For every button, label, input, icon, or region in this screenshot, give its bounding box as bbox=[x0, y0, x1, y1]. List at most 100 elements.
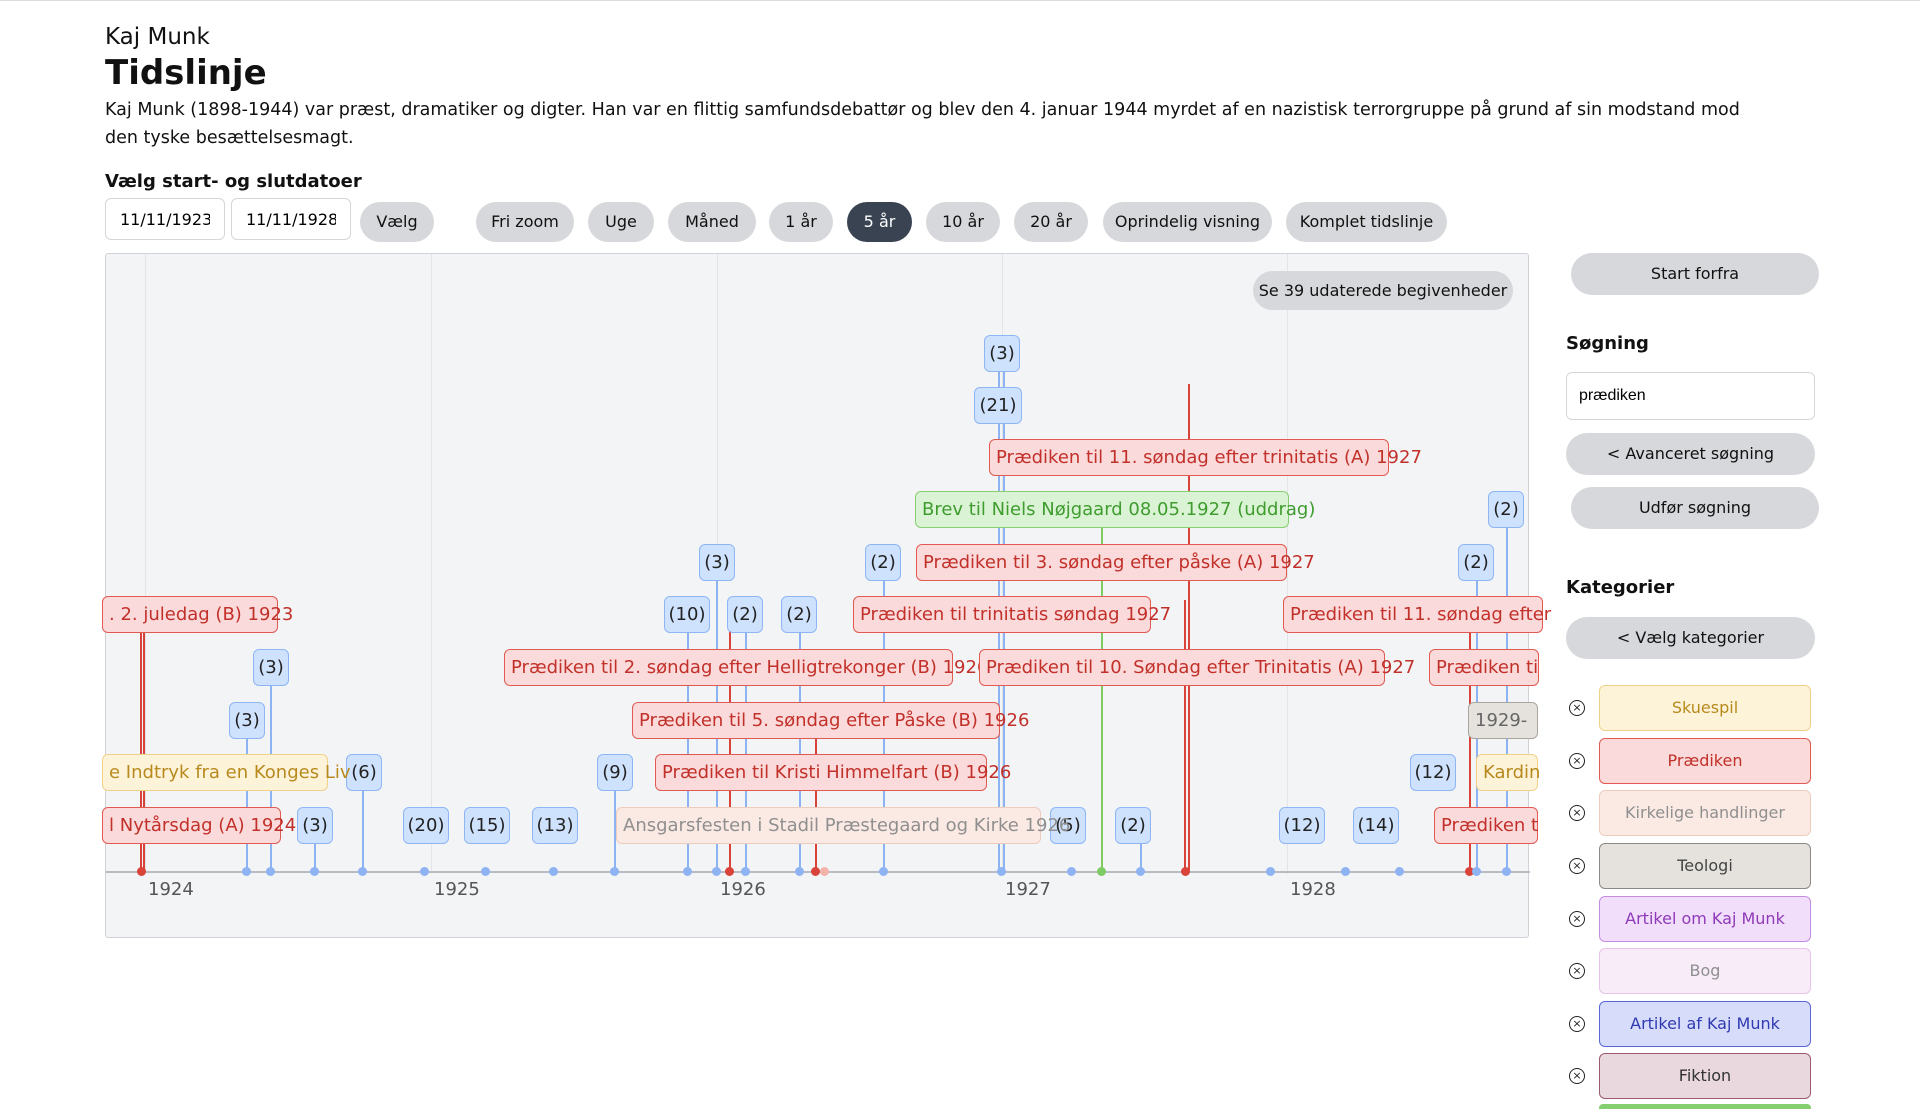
timeline-event[interactable]: Prædiken t bbox=[1434, 807, 1538, 844]
timeline-event[interactable]: Prædiken til 11. søndag efter trinitatis… bbox=[989, 439, 1422, 476]
category-artikel-om-kaj-munk[interactable]: Artikel om Kaj Munk bbox=[1599, 896, 1811, 942]
start-over-button[interactable]: Start forfra bbox=[1571, 253, 1819, 295]
event-dot[interactable] bbox=[1502, 867, 1511, 876]
zoom-10-year-button[interactable]: 10 år bbox=[926, 202, 1000, 242]
event-dot[interactable] bbox=[879, 867, 888, 876]
timeline-event[interactable]: Prædiken til Kristi Himmelfart (B) 1926 bbox=[655, 754, 1011, 791]
zoom-week-button[interactable]: Uge bbox=[588, 202, 654, 242]
cluster-badge[interactable]: (10) bbox=[664, 596, 710, 633]
undated-events-button[interactable]: Se 39 udaterede begivenheder bbox=[1253, 271, 1513, 310]
event-dot[interactable] bbox=[310, 867, 319, 876]
end-date-input[interactable] bbox=[231, 198, 351, 240]
event-dot[interactable] bbox=[1341, 867, 1350, 876]
event-dot[interactable] bbox=[820, 867, 829, 876]
category-bog[interactable]: Bog bbox=[1599, 948, 1811, 994]
cluster-badge[interactable]: (14) bbox=[1353, 807, 1399, 844]
cluster-badge[interactable]: (13) bbox=[532, 807, 578, 844]
timeline-event[interactable]: Prædiken til 10. Søndag efter Trinitatis… bbox=[979, 649, 1415, 686]
category-teologi[interactable]: Teologi bbox=[1599, 843, 1811, 889]
remove-category-icon[interactable]: × bbox=[1569, 805, 1585, 821]
event-dot[interactable] bbox=[1395, 867, 1404, 876]
remove-category-icon[interactable]: × bbox=[1569, 700, 1585, 716]
timeline-event[interactable]: l Nytårsdag (A) 1924 bbox=[102, 807, 296, 844]
event-dot[interactable] bbox=[358, 867, 367, 876]
remove-category-icon[interactable]: × bbox=[1569, 911, 1585, 927]
advanced-search-button[interactable]: < Avanceret søgning bbox=[1566, 433, 1815, 475]
event-dot[interactable] bbox=[610, 867, 619, 876]
timeline-event[interactable]: Ansgarsfesten i Stadil Præstegaard og Ki… bbox=[616, 807, 1070, 844]
cluster-badge[interactable]: (3) bbox=[229, 702, 265, 739]
event-dot[interactable] bbox=[420, 867, 429, 876]
event-dot[interactable] bbox=[266, 867, 275, 876]
cluster-badge[interactable]: (12) bbox=[1279, 807, 1325, 844]
zoom-1-year-button[interactable]: 1 år bbox=[769, 202, 833, 242]
remove-category-icon[interactable]: × bbox=[1569, 753, 1585, 769]
complete-timeline-button[interactable]: Komplet tidslinje bbox=[1286, 202, 1447, 242]
cluster-badge[interactable]: (5) bbox=[1050, 807, 1086, 844]
choose-dates-button[interactable]: Vælg bbox=[360, 202, 434, 242]
event-dot[interactable] bbox=[1472, 867, 1481, 876]
cluster-badge[interactable]: (2) bbox=[865, 544, 901, 581]
original-view-button[interactable]: Oprindelig visning bbox=[1103, 202, 1272, 242]
timeline-event[interactable]: Prædiken til 11. søndag efter bbox=[1283, 596, 1551, 633]
event-dot[interactable] bbox=[811, 867, 820, 876]
cluster-badge[interactable]: (2) bbox=[781, 596, 817, 633]
event-dot[interactable] bbox=[1136, 867, 1145, 876]
timeline-event[interactable]: Prædiken ti bbox=[1429, 649, 1539, 686]
event-dot[interactable] bbox=[725, 867, 734, 876]
timeline-event[interactable]: Prædiken til 3. søndag efter påske (A) 1… bbox=[916, 544, 1315, 581]
cluster-badge[interactable]: (21) bbox=[974, 387, 1022, 424]
cluster-badge[interactable]: (2) bbox=[1488, 491, 1524, 528]
timeline-event[interactable]: Kardin bbox=[1476, 754, 1540, 791]
cluster-badge[interactable]: (12) bbox=[1410, 754, 1456, 791]
event-dot[interactable] bbox=[997, 867, 1006, 876]
event-dot[interactable] bbox=[1181, 867, 1190, 876]
cluster-badge[interactable]: (3) bbox=[699, 544, 735, 581]
zoom-5-year-button[interactable]: 5 år bbox=[847, 202, 912, 242]
timeline-panel[interactable]: Se 39 udaterede begivenheder 1924 1925 1… bbox=[102, 253, 1551, 938]
event-dot[interactable] bbox=[1266, 867, 1275, 876]
cluster-badge[interactable]: (6) bbox=[346, 754, 382, 791]
event-dot[interactable] bbox=[242, 867, 251, 876]
category-skuespil[interactable]: Skuespil bbox=[1599, 685, 1811, 731]
event-dot[interactable] bbox=[137, 867, 146, 876]
remove-category-icon[interactable]: × bbox=[1569, 858, 1585, 874]
event-dot[interactable] bbox=[481, 867, 490, 876]
category-artikel-af-kaj-munk[interactable]: Artikel af Kaj Munk bbox=[1599, 1001, 1811, 1047]
category-praediken[interactable]: Prædiken bbox=[1599, 738, 1811, 784]
category-fiktion[interactable]: Fiktion bbox=[1599, 1053, 1811, 1099]
remove-category-icon[interactable]: × bbox=[1569, 1016, 1585, 1032]
cluster-badge[interactable]: (20) bbox=[403, 807, 449, 844]
cluster-badge[interactable]: (2) bbox=[727, 596, 763, 633]
cluster-badge[interactable]: (3) bbox=[297, 807, 333, 844]
timeline-event[interactable]: e Indtryk fra en Konges Liv bbox=[102, 754, 351, 791]
event-dot[interactable] bbox=[712, 867, 721, 876]
start-date-input[interactable] bbox=[105, 198, 225, 240]
timeline-event[interactable]: Prædiken til 5. søndag efter Påske (B) 1… bbox=[632, 702, 1029, 739]
timeline-event[interactable]: Prædiken til trinitatis søndag 1927 bbox=[853, 596, 1171, 633]
category-kirkelige-handlinger[interactable]: Kirkelige handlinger bbox=[1599, 790, 1811, 836]
cluster-badge[interactable]: (9) bbox=[597, 754, 633, 791]
choose-categories-button[interactable]: < Vælg kategorier bbox=[1566, 617, 1815, 659]
timeline-event[interactable]: 1929- bbox=[1468, 702, 1538, 739]
zoom-free-button[interactable]: Fri zoom bbox=[476, 202, 574, 242]
event-dot[interactable] bbox=[795, 867, 804, 876]
zoom-month-button[interactable]: Måned bbox=[668, 202, 756, 242]
cluster-badge[interactable]: (2) bbox=[1115, 807, 1151, 844]
event-dot[interactable] bbox=[1097, 867, 1106, 876]
perform-search-button[interactable]: Udfør søgning bbox=[1571, 487, 1819, 529]
event-dot[interactable] bbox=[1067, 867, 1076, 876]
remove-category-icon[interactable]: × bbox=[1569, 1068, 1585, 1084]
zoom-20-year-button[interactable]: 20 år bbox=[1014, 202, 1088, 242]
event-dot[interactable] bbox=[1465, 867, 1474, 876]
remove-category-icon[interactable]: × bbox=[1569, 963, 1585, 979]
cluster-badge[interactable]: (2) bbox=[1458, 544, 1494, 581]
timeline-event[interactable]: Brev til Niels Nøjgaard 08.05.1927 (uddr… bbox=[915, 491, 1315, 528]
cluster-badge[interactable]: (15) bbox=[464, 807, 510, 844]
cluster-badge[interactable]: (3) bbox=[984, 335, 1020, 372]
event-dot[interactable] bbox=[741, 867, 750, 876]
timeline-event[interactable]: Prædiken til 2. søndag efter Helligtreko… bbox=[504, 649, 988, 686]
event-dot[interactable] bbox=[549, 867, 558, 876]
search-input[interactable] bbox=[1566, 372, 1815, 420]
cluster-badge[interactable]: (3) bbox=[253, 649, 289, 686]
